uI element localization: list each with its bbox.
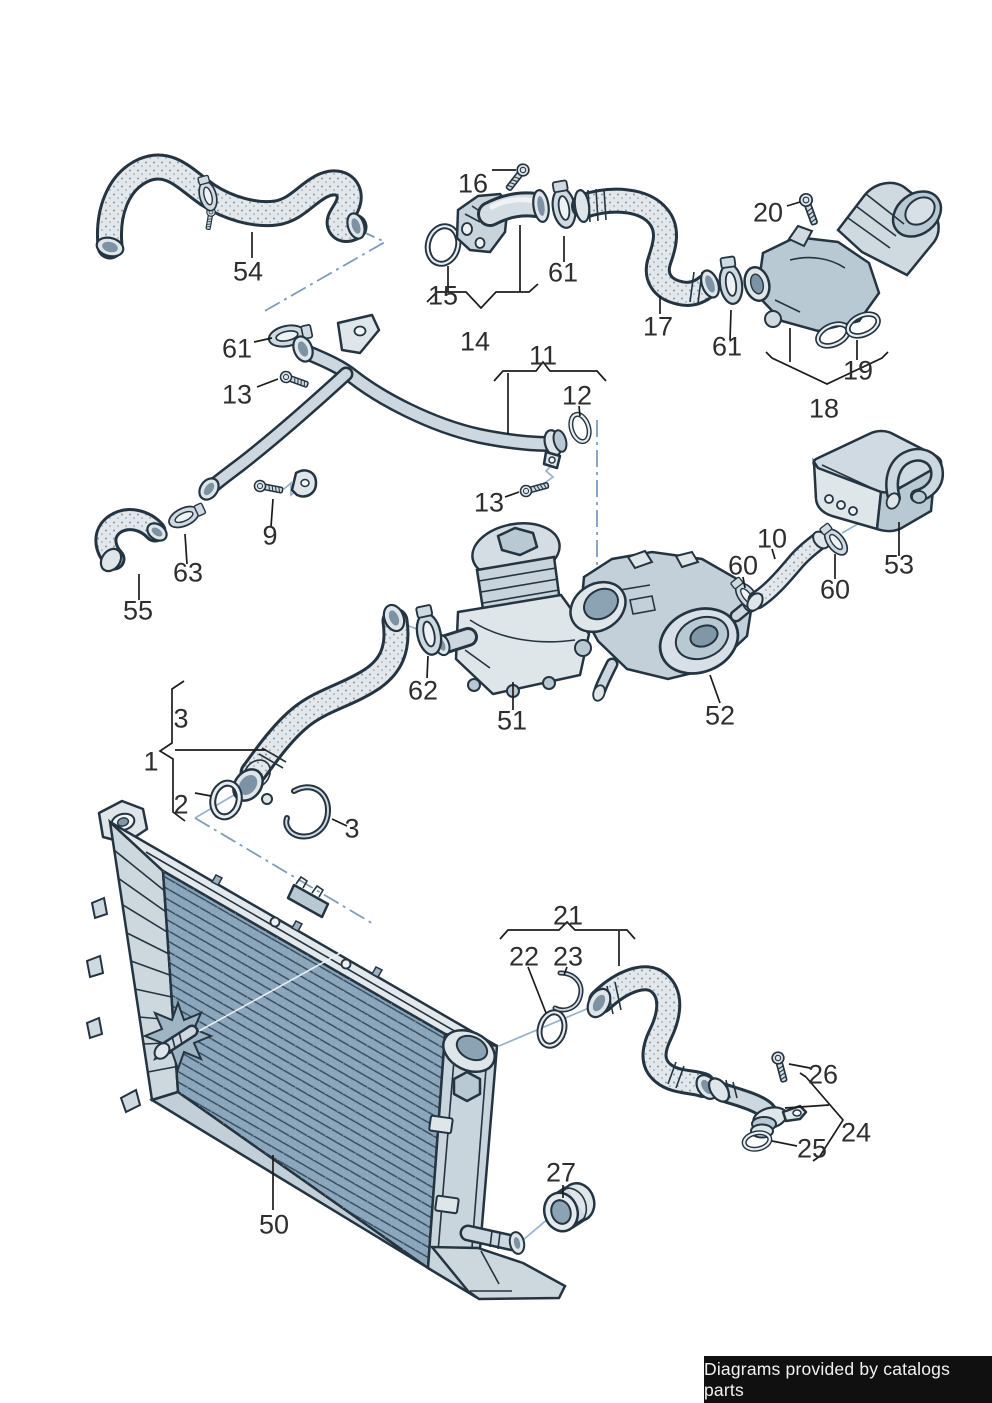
part-label-24[interactable]: 24	[840, 1117, 872, 1148]
o-rings-19	[815, 311, 881, 349]
part-label-27[interactable]: 27	[545, 1157, 577, 1188]
screw-16	[502, 160, 533, 194]
part-label-51[interactable]: 51	[496, 705, 528, 736]
part-label-50[interactable]: 50	[258, 1209, 290, 1240]
radiator-foot-bracket	[429, 1245, 567, 1301]
part-label-10[interactable]: 10	[756, 523, 788, 554]
hose-clamp-54	[193, 173, 221, 214]
part-label-13-a[interactable]: 13	[221, 379, 253, 410]
clamp-63	[164, 499, 209, 533]
part-label-23[interactable]: 23	[552, 941, 584, 972]
coolant-housing-52	[569, 549, 757, 702]
part-label-2[interactable]: 2	[173, 789, 189, 820]
part-label-3-b[interactable]: 3	[344, 813, 360, 844]
part-label-13-b[interactable]: 13	[473, 487, 505, 518]
part-label-20[interactable]: 20	[752, 197, 784, 228]
part-label-9[interactable]: 9	[262, 520, 278, 551]
part-label-60-a[interactable]: 60	[727, 550, 759, 581]
part-label-3-a[interactable]: 3	[173, 703, 189, 734]
part-label-61-c[interactable]: 61	[221, 333, 253, 364]
part-label-61-b[interactable]: 61	[711, 331, 743, 362]
coolant-hose-17	[571, 187, 721, 307]
clamp-62	[410, 602, 446, 659]
part-label-63[interactable]: 63	[172, 557, 204, 588]
part-label-61-a[interactable]: 61	[547, 257, 579, 288]
coolant-hose-21	[586, 965, 719, 1100]
screw-9	[252, 478, 285, 497]
sleeve-27	[542, 1182, 596, 1233]
o-ring-25	[741, 1130, 773, 1152]
spring-clip-23	[552, 970, 584, 1013]
part-label-60-b[interactable]: 60	[819, 574, 851, 605]
o-ring-2	[209, 779, 243, 821]
thermostat-housing-18	[743, 181, 943, 349]
screw-26	[770, 1050, 791, 1084]
part-label-14[interactable]: 14	[459, 326, 491, 357]
part-label-53[interactable]: 53	[883, 549, 915, 580]
coolant-hose-1-3	[232, 603, 410, 805]
part-label-21[interactable]: 21	[552, 900, 584, 931]
leader-lines	[138, 169, 900, 1210]
spring-clip-3	[283, 784, 332, 840]
screw-13-b	[518, 478, 551, 499]
radiator-50	[85, 799, 567, 1301]
coolant-hose-55	[94, 508, 168, 573]
part-label-11[interactable]: 11	[528, 340, 558, 371]
footer-credit-text: Diagrams provided by catalogs parts	[704, 1358, 951, 1400]
oil-filter-housing-51	[433, 522, 592, 698]
o-ring-12	[568, 411, 592, 445]
part-label-16[interactable]: 16	[457, 168, 489, 199]
part-label-19[interactable]: 19	[842, 355, 874, 386]
part-label-15[interactable]: 15	[427, 280, 459, 311]
screw-20	[797, 191, 822, 228]
o-ring-22	[536, 1009, 568, 1049]
part-label-54[interactable]: 54	[232, 256, 264, 287]
screw-13-a	[278, 369, 311, 391]
water-pipe-elbow-24	[707, 1050, 808, 1152]
coolant-hose-54	[95, 153, 368, 260]
radiator-filler-boss	[286, 883, 330, 919]
part-label-26[interactable]: 26	[807, 1059, 839, 1090]
water-pipe-elbow-15	[424, 160, 550, 267]
clamp-61-b	[715, 254, 746, 307]
part-label-22[interactable]: 22	[508, 941, 540, 972]
coolant-pipe-11	[198, 313, 568, 501]
part-label-55[interactable]: 55	[122, 595, 154, 626]
part-label-25[interactable]: 25	[796, 1133, 828, 1164]
part-label-12[interactable]: 12	[561, 380, 593, 411]
part-label-62[interactable]: 62	[407, 675, 439, 706]
footer-credit-bar: Diagrams provided by catalogs parts	[704, 1356, 992, 1403]
part-label-17[interactable]: 17	[642, 311, 674, 342]
part-label-52[interactable]: 52	[704, 700, 736, 731]
part-label-18[interactable]: 18	[808, 393, 840, 424]
oil-cooler-53	[812, 429, 945, 533]
part-label-1[interactable]: 1	[143, 746, 159, 777]
